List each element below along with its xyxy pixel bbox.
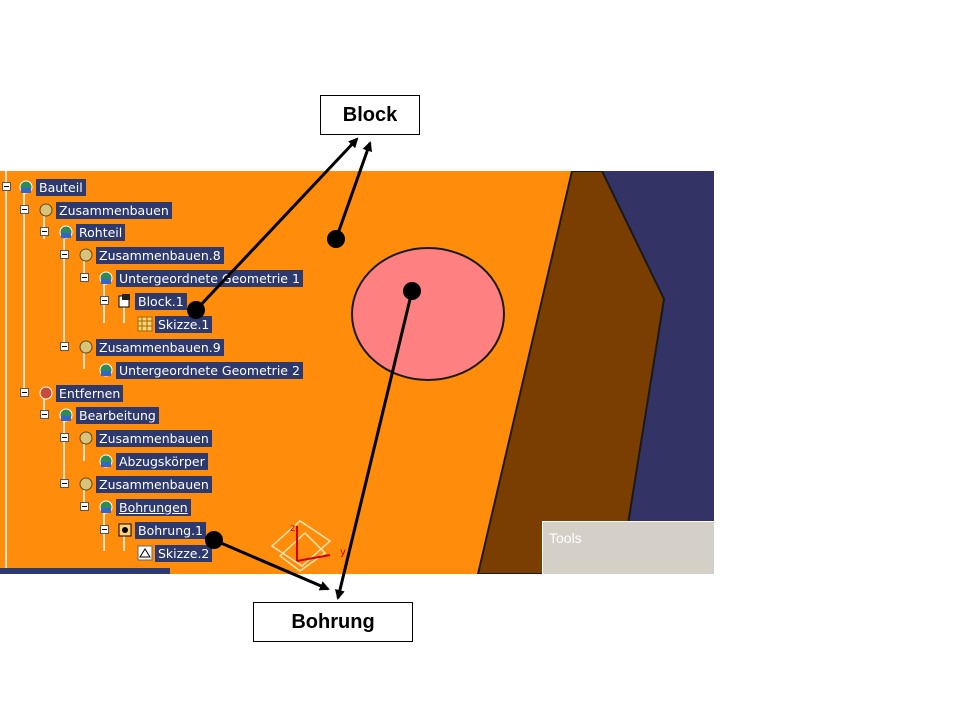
part-gear-icon [18, 179, 34, 195]
tree-node-zusammenbauen[interactable]: Zusammenbauen [38, 201, 172, 219]
sketch-icon [137, 545, 153, 561]
tree-node-untergeordnete-geometrie-1[interactable]: Untergeordnete Geometrie 1 [98, 269, 303, 287]
hole-bohrung [351, 247, 505, 381]
part-gear-icon [98, 499, 114, 515]
callout-block: Block [320, 95, 420, 135]
tree-node-skizze-2[interactable]: Skizze.2 [137, 544, 213, 562]
tree-node-zusammenbauen-9[interactable]: Zusammenbauen.9 [78, 338, 224, 356]
tree-node-label: Skizze.1 [155, 315, 213, 333]
remove-gear-icon [38, 385, 54, 401]
tools-toolbar[interactable]: Tools [542, 521, 714, 574]
part-gear-icon [98, 362, 114, 378]
tree-node-label: Skizze.2 [155, 544, 213, 562]
tree-node-label: Zusammenbauen.8 [96, 246, 224, 264]
collapse-toggle[interactable] [60, 342, 69, 351]
collapse-toggle[interactable] [80, 502, 89, 511]
marker-dot [205, 531, 223, 549]
tree-node-label: Bearbeitung [76, 406, 159, 424]
tree-node-label: Rohteil [76, 223, 126, 241]
marker-dot [403, 282, 421, 300]
catia-viewport[interactable]: z y Bauteil Zusammenbauen [0, 171, 714, 574]
collapse-toggle[interactable] [60, 250, 69, 259]
marker-dot [327, 230, 345, 248]
assemble-gear-icon [78, 430, 94, 446]
tree-node-label: Block.1 [135, 292, 187, 310]
pad-block-icon [117, 293, 133, 309]
arrow-bohrung-model [335, 290, 414, 600]
assemble-gear-icon [38, 202, 54, 218]
tree-node-label: Zusammenbauen.9 [96, 338, 224, 356]
tree-node-zusammenbauen-a[interactable]: Zusammenbauen [78, 429, 212, 447]
tree-node-entfernen[interactable]: Entfernen [38, 384, 124, 402]
collapse-toggle[interactable] [20, 388, 29, 397]
tree-node-label: Zusammenbauen [56, 201, 172, 219]
collapse-toggle[interactable] [40, 227, 49, 236]
hole-feature-icon [117, 522, 133, 538]
sketch-grid-icon [137, 316, 153, 332]
tree-node-label: Bohrung.1 [135, 521, 206, 539]
axis-compass-icon: z y [270, 520, 346, 572]
tools-toolbar-title: Tools [549, 530, 582, 546]
part-gear-icon [58, 407, 74, 423]
tree-node-zusammenbauen-b[interactable]: Zusammenbauen [78, 475, 212, 493]
tree-node-bauteil[interactable]: Bauteil [18, 178, 86, 196]
svg-text:y: y [340, 547, 346, 558]
collapse-toggle[interactable] [100, 525, 109, 534]
tree-node-skizze-1[interactable]: Skizze.1 [137, 315, 213, 333]
tree-node-bohrungen[interactable]: Bohrungen [98, 498, 191, 516]
tree-node-bohrung-1[interactable]: Bohrung.1 [117, 521, 206, 539]
arrow-block-model [334, 141, 373, 240]
callout-bohrung: Bohrung [253, 602, 413, 642]
tree-node-untergeordnete-geometrie-2[interactable]: Untergeordnete Geometrie 2 [98, 361, 303, 379]
tree-node-label: Zusammenbauen [96, 429, 212, 447]
collapse-toggle[interactable] [20, 205, 29, 214]
svg-text:z: z [290, 523, 295, 534]
tree-next-row-stub [0, 568, 170, 574]
collapse-toggle[interactable] [100, 296, 109, 305]
collapse-toggle[interactable] [2, 182, 11, 191]
marker-dot [187, 301, 205, 319]
tree-node-label: Abzugskörper [116, 452, 208, 470]
part-gear-icon [58, 224, 74, 240]
tree-node-label: Untergeordnete Geometrie 2 [116, 361, 303, 379]
collapse-toggle[interactable] [40, 410, 49, 419]
assemble-gear-icon [78, 247, 94, 263]
tree-node-zusammenbauen-8[interactable]: Zusammenbauen.8 [78, 246, 224, 264]
tree-node-label: Entfernen [56, 384, 124, 402]
collapse-toggle[interactable] [80, 273, 89, 282]
arrow-block-tree [194, 137, 359, 312]
tree-node-rohteil[interactable]: Rohteil [58, 223, 126, 241]
block-side-face [476, 171, 666, 574]
assemble-gear-icon [78, 476, 94, 492]
part-gear-icon [98, 453, 114, 469]
tree-node-block-1[interactable]: Block.1 [117, 292, 187, 310]
tree-node-label: Untergeordnete Geometrie 1 [116, 269, 303, 287]
tree-node-label: Bohrungen [116, 498, 191, 516]
arrow-bohrung-tree [213, 538, 330, 591]
part-gear-icon [98, 270, 114, 286]
collapse-toggle[interactable] [60, 433, 69, 442]
tree-node-bearbeitung[interactable]: Bearbeitung [58, 406, 159, 424]
collapse-toggle[interactable] [60, 479, 69, 488]
tree-node-label: Bauteil [36, 178, 86, 196]
assemble-gear-icon [78, 339, 94, 355]
tree-node-label: Zusammenbauen [96, 475, 212, 493]
tree-node-abzugskoerper[interactable]: Abzugskörper [98, 452, 208, 470]
